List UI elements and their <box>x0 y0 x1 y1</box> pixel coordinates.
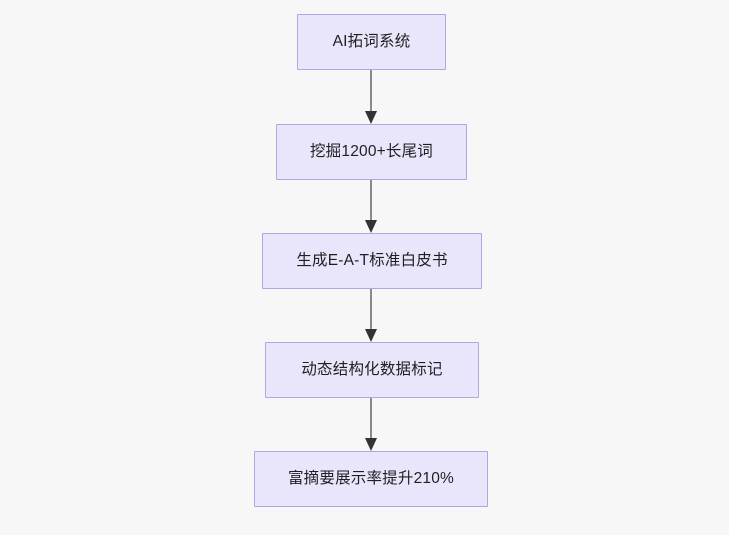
node-label: 动态结构化数据标记 <box>301 360 443 378</box>
flowchart-node-mine-longtail-keywords[interactable]: 挖掘1200+长尾词 <box>276 124 467 180</box>
edge-n1-to-n2 <box>365 70 377 124</box>
node-label: AI拓词系统 <box>332 32 411 50</box>
flowchart-node-generate-eat-whitepaper[interactable]: 生成E-A-T标准白皮书 <box>262 233 482 289</box>
node-label: 富摘要展示率提升210% <box>287 469 455 487</box>
node-label: 挖掘1200+长尾词 <box>309 142 434 160</box>
edge-n4-to-n5 <box>365 398 377 451</box>
arrowhead-down-icon <box>365 220 377 233</box>
edge-n3-to-n4 <box>365 289 377 342</box>
edge-n2-to-n3 <box>365 180 377 233</box>
node-label: 生成E-A-T标准白皮书 <box>296 251 448 269</box>
arrowhead-down-icon <box>365 329 377 342</box>
arrowhead-down-icon <box>365 111 377 124</box>
flowchart-node-dynamic-structured-data-markup[interactable]: 动态结构化数据标记 <box>265 342 479 398</box>
flowchart-node-rich-snippet-impression-uplift[interactable]: 富摘要展示率提升210% <box>254 451 488 507</box>
flowchart-node-ai-keyword-system[interactable]: AI拓词系统 <box>297 14 446 70</box>
arrowhead-down-icon <box>365 438 377 451</box>
